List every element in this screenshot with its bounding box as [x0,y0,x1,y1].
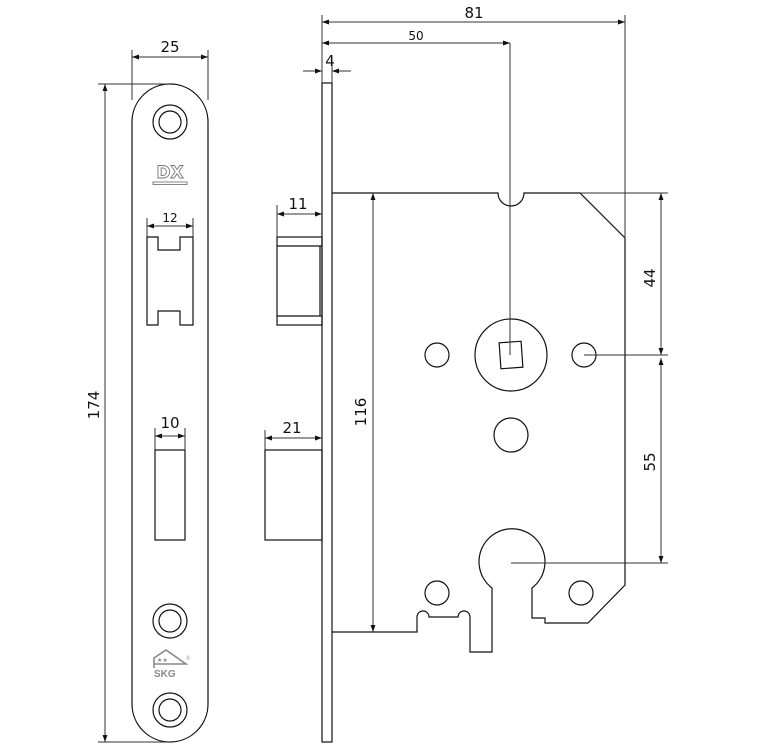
fixing-hole-bottom-right [568,580,594,606]
svg-text:®: ® [186,655,191,662]
dim-faceplate-width: 25 [131,38,209,100]
svg-text:11: 11 [288,195,307,213]
svg-text:81: 81 [464,4,483,22]
follower-hole [493,417,529,453]
svg-text:25: 25 [160,38,179,56]
svg-text:12: 12 [162,211,177,225]
lock-case [332,192,626,653]
faceplate-front: DX ★★ ® SKG [131,83,209,743]
dim-bolt-projection: 21 [264,419,322,450]
dim-bolt-slot: 10 [154,414,186,450]
svg-text:21: 21 [282,419,301,437]
svg-text:44: 44 [641,268,659,287]
dx-logo: DX [152,163,188,185]
fixing-hole-left [424,342,450,368]
svg-text:DX: DX [156,163,183,183]
dim-backset: 50 [322,29,510,46]
screw-hole-middle [152,603,188,639]
svg-text:174: 174 [85,391,103,420]
dim-latch-slot: 12 [146,211,194,237]
dim-faceplate-thickness: 4 [303,52,351,83]
screw-hole-top [152,104,188,140]
dim-body-height: 116 [352,193,376,632]
bolt-slot [154,449,186,541]
latch-bolt [276,236,323,326]
svg-text:4: 4 [325,52,335,70]
svg-text:50: 50 [408,29,423,43]
spindle-hub [474,318,548,392]
dim-spindle-to-cylinder: 55 [641,358,664,563]
dim-faceplate-length: 174 [85,83,170,743]
svg-text:116: 116 [352,398,370,427]
latch-slot [146,236,194,326]
svg-text:10: 10 [160,414,179,432]
lock-side-view [264,43,668,743]
svg-text:55: 55 [641,452,659,471]
screw-hole-bottom [152,692,188,728]
fixing-hole-bottom-left [424,580,450,606]
faceplate-side [321,82,333,743]
svg-text:★★: ★★ [157,657,168,664]
dead-bolt [264,449,323,541]
dim-latch-projection: 11 [276,195,322,237]
skg-logo: ★★ ® SKG [153,649,191,680]
svg-text:SKG: SKG [154,669,176,680]
dim-top-to-spindle: 44 [641,193,664,355]
dim-backset-total: 81 [321,4,626,238]
